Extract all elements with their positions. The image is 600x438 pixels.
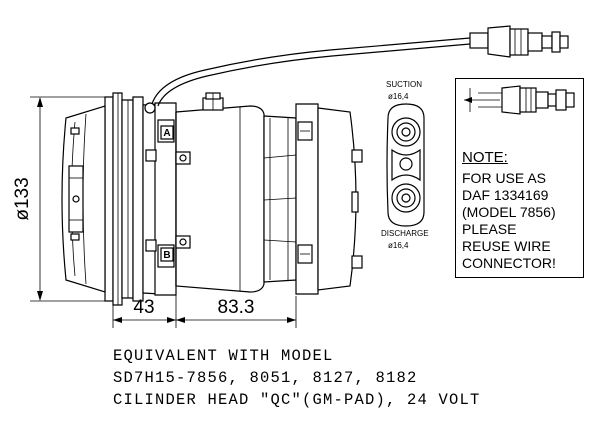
wire-connector bbox=[469, 25, 569, 58]
note-line-5: REUSE WIRE bbox=[462, 238, 551, 254]
port-view: SUCTION ø16,4 DISCHARGE ø16,4 bbox=[381, 80, 429, 250]
connector-detail bbox=[464, 85, 575, 115]
compressor-body: A B bbox=[142, 92, 363, 296]
note-line-2: DAF 1334169 bbox=[462, 187, 549, 203]
clutch-pulley bbox=[61, 92, 144, 306]
length-dimensions: 43 83.3 bbox=[112, 290, 297, 328]
caption-line-3: CILINDER HEAD "QC"(GM-PAD), 24 VOLT bbox=[113, 391, 481, 409]
note-line-3: (MODEL 7856) bbox=[462, 204, 556, 220]
discharge-size: ø16,4 bbox=[388, 241, 409, 250]
head-letter-b: B bbox=[163, 250, 170, 261]
clutch-wire bbox=[144, 37, 471, 114]
suction-label: SUCTION bbox=[386, 80, 422, 89]
diameter-label: ø133 bbox=[12, 177, 33, 220]
note-line-6: CONNECTOR! bbox=[462, 255, 556, 271]
caption-line-1: EQUIVALENT WITH MODEL bbox=[113, 347, 334, 365]
suction-size: ø16,4 bbox=[388, 92, 409, 101]
note-box bbox=[455, 78, 584, 278]
body-length-label: 83.3 bbox=[218, 297, 255, 318]
head-letter-a: A bbox=[163, 128, 170, 139]
diameter-dimension: ø133 bbox=[12, 96, 105, 302]
caption-line-2: SD7H15-7856, 8051, 8127, 8182 bbox=[113, 369, 418, 387]
note-line-1: FOR USE AS bbox=[462, 170, 547, 186]
note-title: NOTE: bbox=[462, 149, 508, 166]
clutch-length-label: 43 bbox=[133, 297, 154, 318]
discharge-label: DISCHARGE bbox=[381, 229, 429, 238]
note-line-4: PLEASE bbox=[462, 221, 517, 237]
